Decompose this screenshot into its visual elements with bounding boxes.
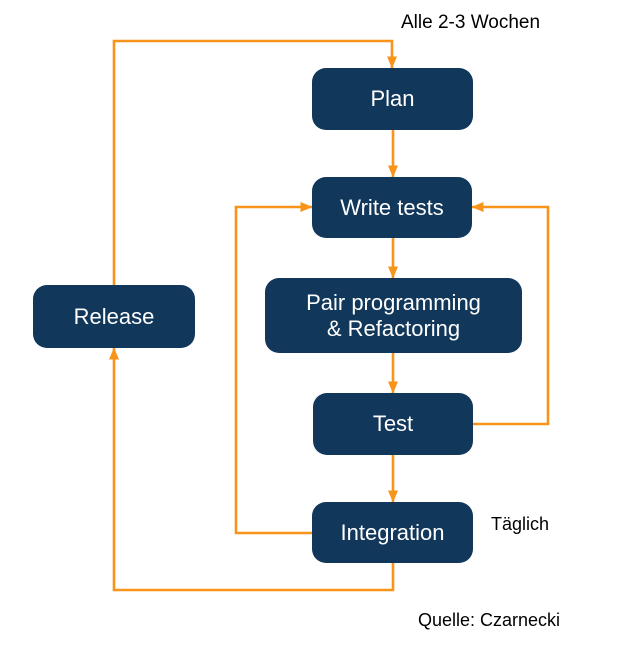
node-plan: Plan (312, 68, 473, 130)
node-integration: Integration (312, 502, 473, 563)
node-test-label: Test (372, 411, 414, 437)
edge-integration-to-write-tests-loop (234, 202, 313, 535)
node-pair-programming: Pair programming & Refactoring (265, 278, 522, 353)
node-release-label: Release (73, 303, 155, 329)
node-integration-label: Integration (340, 519, 445, 545)
node-test: Test (313, 393, 473, 455)
node-write-tests: Write tests (312, 177, 472, 238)
source-credit-label: Quelle: Czarnecki (418, 610, 561, 630)
node-pair-programming-label: Pair programming & Refactoring (306, 289, 481, 341)
daily-interval-label: Täglich (491, 514, 550, 534)
cycle-interval-label: Alle 2-3 Wochen (401, 12, 541, 33)
node-release: Release (33, 285, 195, 348)
node-plan-label: Plan (370, 86, 415, 112)
node-write-tests-label: Write tests (340, 194, 444, 220)
